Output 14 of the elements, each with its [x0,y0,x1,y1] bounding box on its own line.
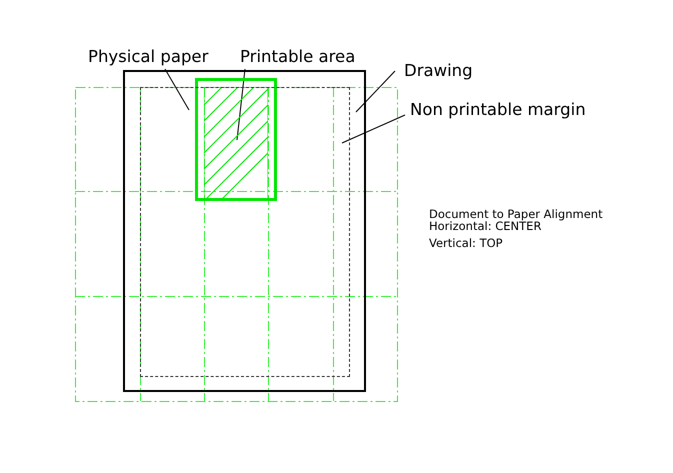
leader-line [356,70,396,112]
callout-label: Drawing [404,61,473,81]
note-text: Document to Paper Alignment [429,208,603,221]
callout-label: Non printable margin [410,100,586,120]
paper-sheet [123,70,366,392]
leader-line [236,68,246,140]
callout-label: Physical paper [88,47,208,67]
note-text: Horizontal: CENTER [429,220,542,233]
printable-area [195,78,277,201]
leader-line [164,68,190,110]
note-text: Vertical: TOP [429,237,503,250]
drawing-outline [140,87,350,377]
leader-line [342,114,406,144]
callout-label: Printable area [240,47,356,67]
